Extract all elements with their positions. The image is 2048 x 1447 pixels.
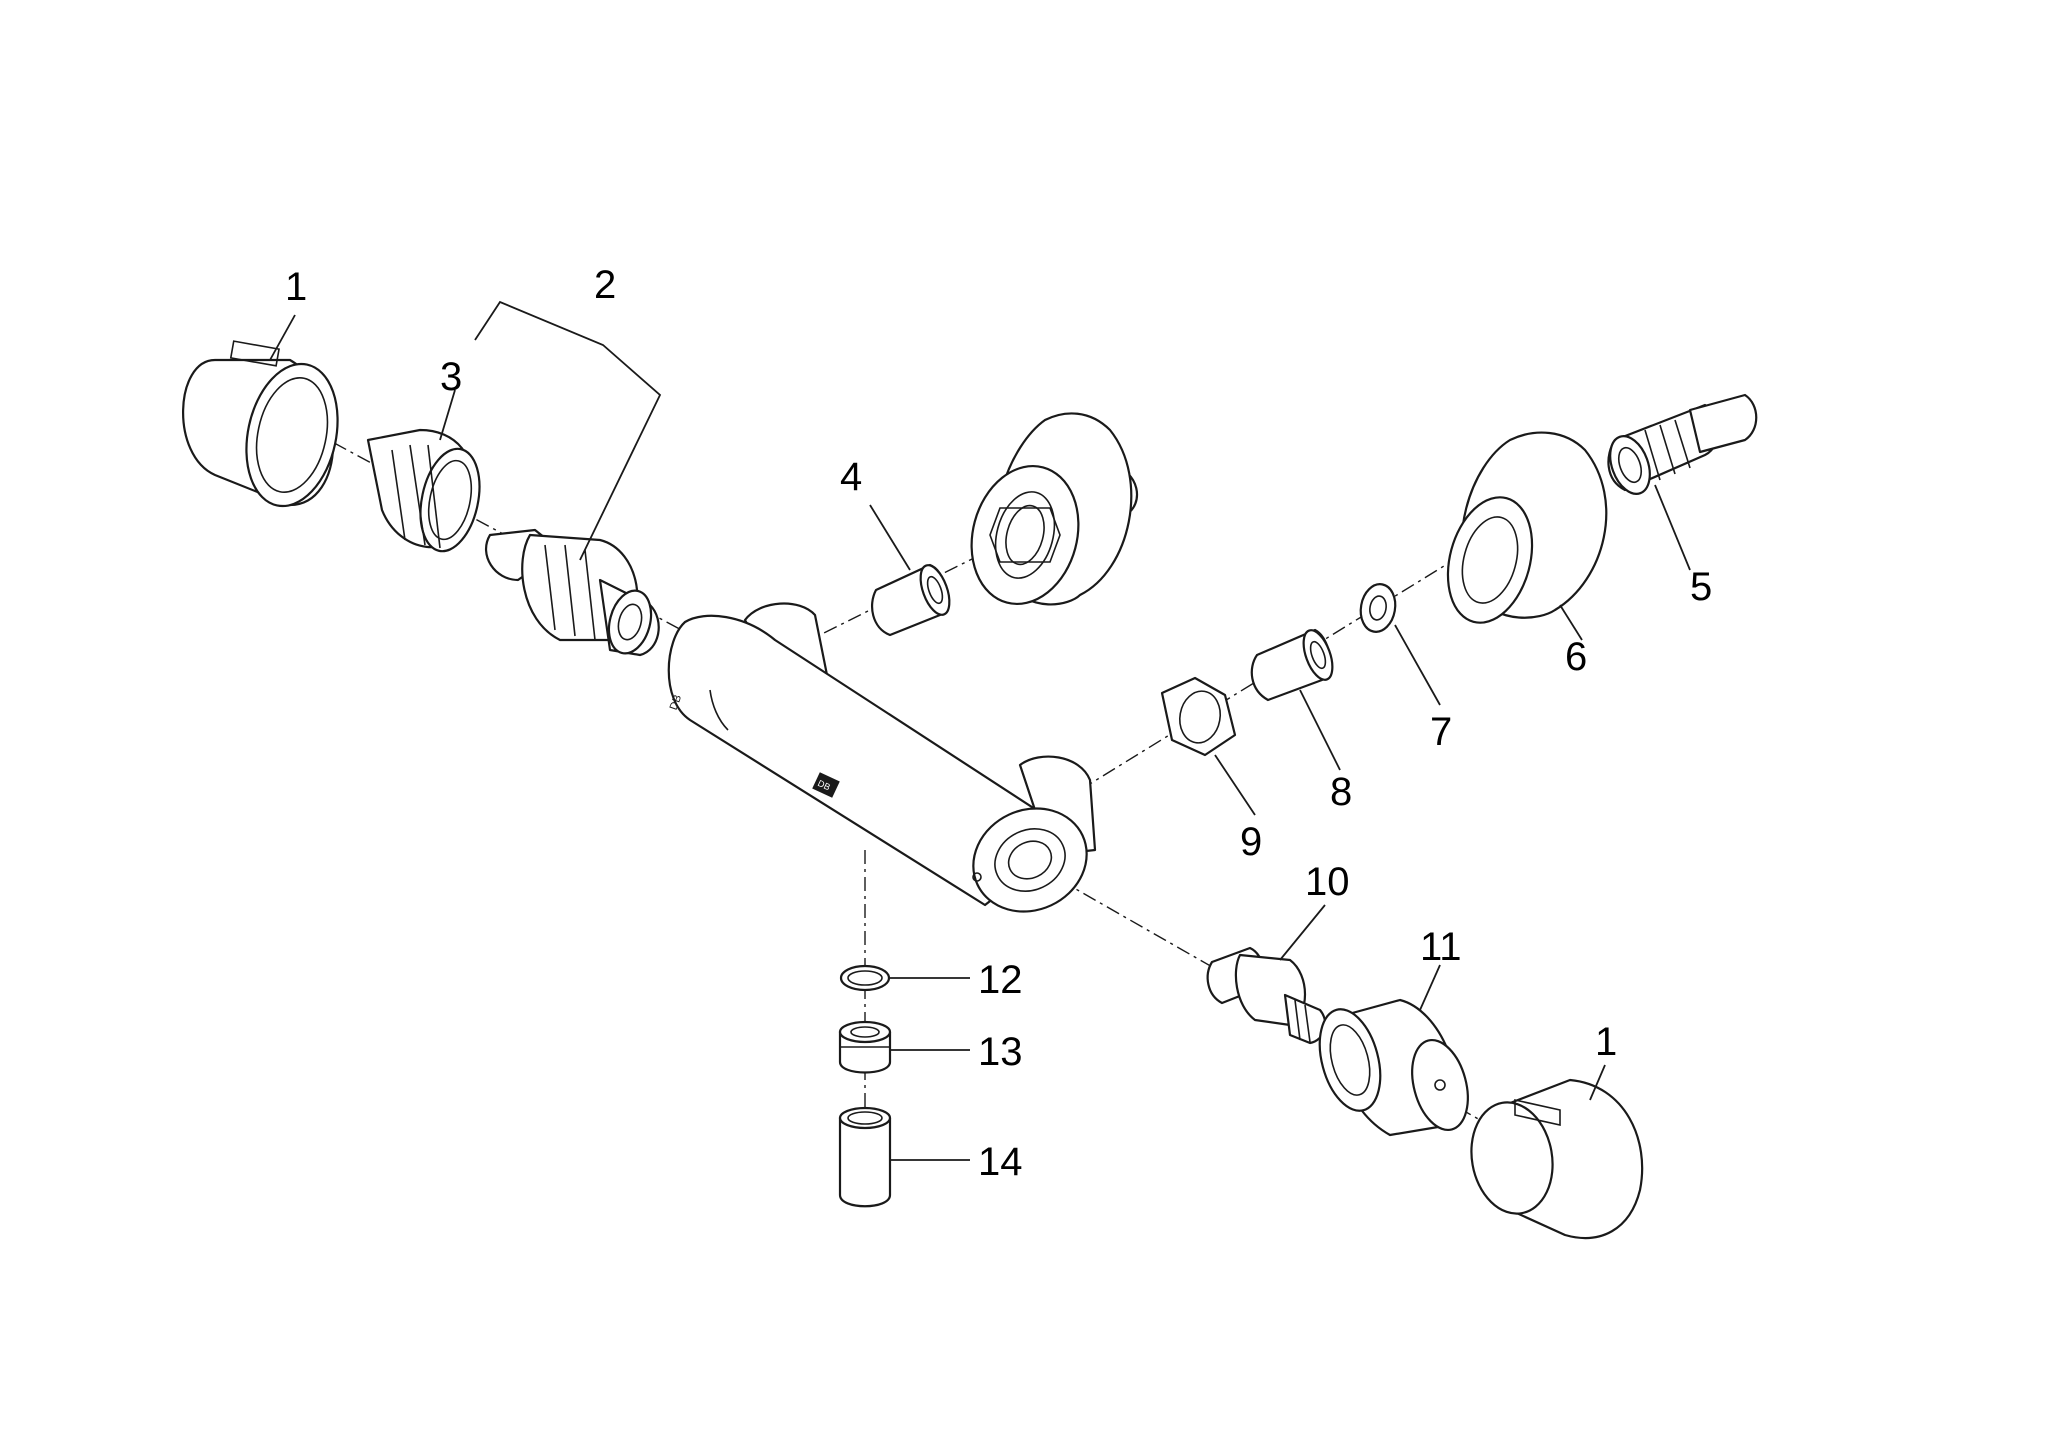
part-9-hex-nut (1160, 676, 1237, 757)
part-4-inlet-connector (871, 563, 951, 637)
part-3-adaptor (366, 428, 481, 553)
mixer-body: DB DB (667, 602, 1097, 913)
callout-9: 9 (1240, 820, 1262, 864)
callout-7: 7 (1430, 710, 1452, 754)
part-1-left-handle (182, 340, 339, 508)
part-6-rosette (1446, 431, 1608, 624)
callout-8: 8 (1330, 770, 1352, 814)
callout-14: 14 (978, 1140, 1023, 1184)
callout-1-right: 1 (1595, 1020, 1617, 1064)
part-14-sleeve (838, 1106, 892, 1208)
svg-text:DB: DB (816, 778, 832, 792)
part-8-inlet-connector (1250, 628, 1334, 702)
upper-rosette (970, 412, 1139, 606)
svg-text:DB: DB (668, 693, 685, 711)
callout-2: 2 (594, 263, 616, 307)
part-11-adaptor (1318, 998, 1469, 1137)
leader-lines (269, 300, 1691, 1161)
callout-12: 12 (978, 958, 1023, 1002)
part-2-cartridge (484, 528, 660, 657)
part-10-flow-cartridge (1206, 946, 1327, 1045)
part-12-o-ring (839, 964, 891, 992)
part-13-nipple (838, 1020, 892, 1074)
part-5-eccentric (1607, 393, 1758, 495)
callout-labels: 1 2 3 4 5 6 7 8 9 10 11 1 12 13 14 (285, 263, 1712, 1184)
callout-3: 3 (440, 355, 462, 399)
part-7-washer (1359, 583, 1397, 633)
callout-5: 5 (1690, 565, 1712, 609)
callout-13: 13 (978, 1030, 1023, 1074)
axis-right-inlet (1079, 469, 1601, 791)
callout-6: 6 (1565, 635, 1587, 679)
callout-1-left: 1 (285, 265, 307, 309)
callout-4: 4 (840, 455, 862, 499)
part-1-right-handle (1470, 1078, 1644, 1240)
callout-11: 11 (1420, 925, 1462, 969)
callout-10: 10 (1305, 860, 1350, 904)
